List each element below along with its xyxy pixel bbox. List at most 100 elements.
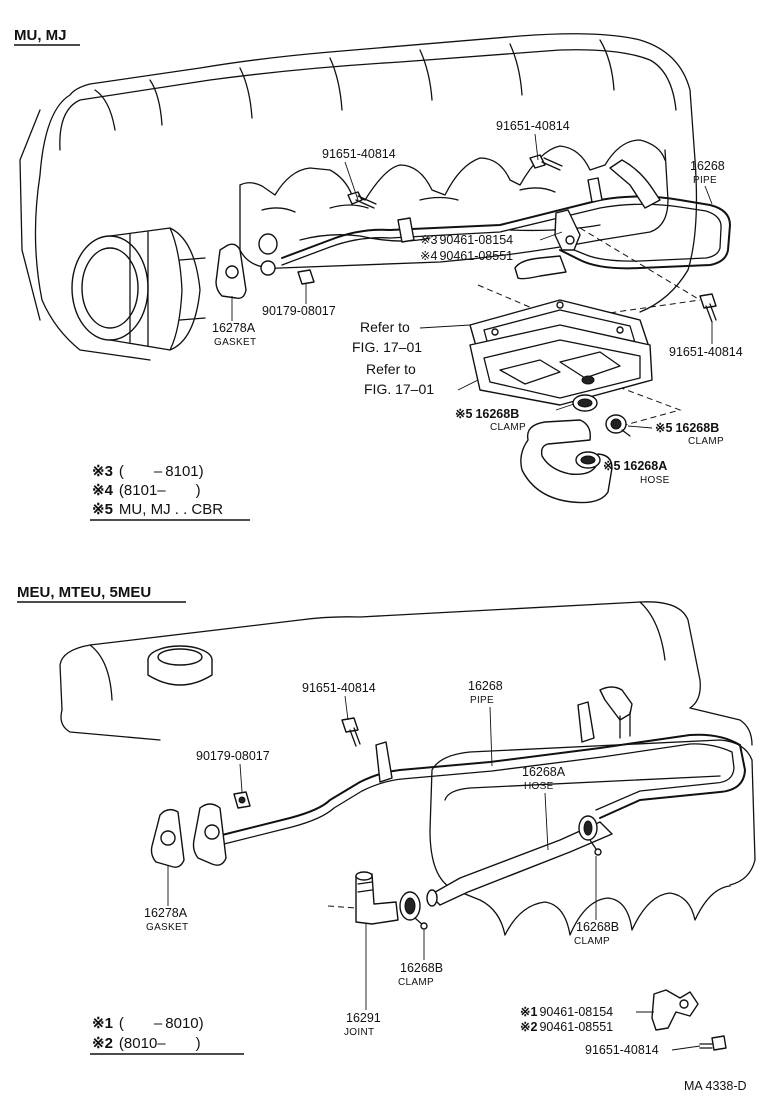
bottom-label-pipe-num: 16268 xyxy=(468,679,503,693)
bottom-note-1: ※1 ( – 8010) xyxy=(92,1015,204,1032)
top-bracket-a-mark: ※3 xyxy=(420,233,437,247)
bottom-joint xyxy=(355,871,399,925)
bottom-note-1-text: ( – 8010) xyxy=(119,1015,204,1032)
top-label-pipe-num: 16268 xyxy=(690,159,725,173)
top-cover-plate xyxy=(469,299,653,406)
top-clamp2-num: 16268B xyxy=(675,421,719,435)
bottom-leader-pipe xyxy=(489,706,493,767)
bottom-leader-bolt-lower xyxy=(671,1045,701,1051)
top-label-hose-name: HOSE xyxy=(640,475,670,486)
bottom-valve-cover xyxy=(59,601,753,746)
bottom-leader-hose xyxy=(544,792,549,851)
top-note-3: ※3 ( – 8101) xyxy=(92,463,204,480)
top-pipe-clamps xyxy=(397,177,603,243)
bottom-label-bolt: 91651-40814 xyxy=(302,681,376,695)
top-engine-block xyxy=(19,33,698,361)
top-bracket xyxy=(554,209,581,251)
top-hose-num: 16268A xyxy=(623,459,667,473)
bottom-bolt-lower xyxy=(699,1035,727,1051)
bottom-pipe-clamps xyxy=(375,701,595,783)
top-gasket xyxy=(215,243,247,300)
top-note-4-mark: ※4 xyxy=(92,482,114,499)
bottom-bracket-b-mark: ※2 xyxy=(520,1020,537,1034)
top-leader-bolt-left xyxy=(344,161,359,201)
top-leader-pipe xyxy=(704,185,713,205)
top-leader-bolt-right xyxy=(534,133,539,161)
top-ref1-line2: FIG. 17–01 xyxy=(352,339,422,355)
bottom-label-clamp-right-name: CLAMP xyxy=(574,936,610,947)
top-ref1-line1: Refer to xyxy=(360,319,410,335)
top-label-bolt-right: 91651-40814 xyxy=(496,119,570,133)
top-clamp1-num: 16268B xyxy=(475,407,519,421)
top-bolt-lower xyxy=(699,293,717,323)
bottom-bracket-b-num: 90461-08551 xyxy=(539,1020,613,1034)
top-guide-2 xyxy=(477,284,701,321)
top-pipe-stub xyxy=(609,159,661,209)
top-bolt-left xyxy=(347,191,377,209)
bottom-label-pipe-name: PIPE xyxy=(470,695,494,706)
bottom-clamp-left xyxy=(399,891,428,930)
bottom-note-2-mark: ※2 xyxy=(92,1035,113,1052)
top-clamp-2 xyxy=(605,414,631,437)
top-label-bolt-lower: 91651-40814 xyxy=(669,345,743,359)
top-leader-bracket xyxy=(539,231,563,241)
bottom-pipe-flange xyxy=(192,803,227,866)
top-pipe xyxy=(281,195,731,270)
bottom-label-clamp-right-num: 16268B xyxy=(576,920,619,934)
bottom-nut xyxy=(233,791,251,809)
top-leader-clamp2 xyxy=(627,425,653,429)
top-label-clamp2-name: CLAMP xyxy=(688,436,724,447)
bottom-bracket-a-num: 90461-08154 xyxy=(539,1005,613,1019)
bottom-gasket xyxy=(150,808,185,868)
bottom-bracket-a-mark: ※1 xyxy=(520,1005,537,1019)
top-hose-mark: ※5 xyxy=(603,459,620,473)
top-note-3-mark: ※3 xyxy=(92,463,113,480)
top-hose-segment xyxy=(514,255,567,280)
top-ref2-line2: FIG. 17–01 xyxy=(364,381,434,397)
top-clamp2-mark: ※5 xyxy=(655,421,672,435)
bottom-label-hose-num: 16268A xyxy=(522,765,566,779)
top-label-nut: 90179-08017 xyxy=(262,304,336,318)
bottom-bolt xyxy=(341,717,361,747)
top-bolt-right xyxy=(529,154,563,171)
top-note-4: ※4 (8101– ) xyxy=(92,482,201,499)
top-label-clamp1-name: CLAMP xyxy=(490,422,526,433)
bottom-label-clamp-left-name: CLAMP xyxy=(398,977,434,988)
bottom-label-joint-num: 16291 xyxy=(346,1011,381,1025)
bottom-leader-bolt xyxy=(344,695,349,721)
bottom-note-2-text: (8010– ) xyxy=(119,1035,201,1052)
top-clamp-1 xyxy=(572,394,598,412)
bottom-pipe xyxy=(221,686,746,845)
top-guide-1 xyxy=(579,227,701,301)
bottom-label-nut: 90179-08017 xyxy=(196,749,270,763)
top-label-bolt-left: 91651-40814 xyxy=(322,147,396,161)
top-note-5-mark: ※5 xyxy=(92,501,113,518)
top-label-pipe-name: PIPE xyxy=(693,175,717,186)
top-note-4-text: (8101– ) xyxy=(119,482,201,499)
bottom-label-hose-name: HOSE xyxy=(524,781,554,792)
top-manifold xyxy=(239,139,669,276)
top-note-3-text: ( – 8101) xyxy=(119,463,204,480)
top-label-gasket-num: 16278A xyxy=(212,321,256,335)
top-leader-clamp1 xyxy=(555,403,575,411)
bottom-label-bolt-lower: 91651-40814 xyxy=(585,1043,659,1057)
top-leader-ref1 xyxy=(419,324,471,329)
figure-code: MA 4338-D xyxy=(684,1079,747,1093)
bottom-joint-guide xyxy=(327,905,357,909)
top-clamp1-mark: ※5 xyxy=(455,407,472,421)
bottom-hose xyxy=(426,821,613,907)
top-leader-ref2 xyxy=(457,379,479,391)
top-label-gasket-name: GASKET xyxy=(214,337,256,348)
bottom-label-clamp-left-num: 16268B xyxy=(400,961,443,975)
top-hose xyxy=(520,419,613,504)
bottom-note-2: ※2 (8010– ) xyxy=(92,1035,201,1052)
bottom-note-1-mark: ※1 xyxy=(92,1015,113,1032)
top-guide-3 xyxy=(599,379,682,426)
top-bracket-a-num: 90461-08154 xyxy=(439,233,513,247)
